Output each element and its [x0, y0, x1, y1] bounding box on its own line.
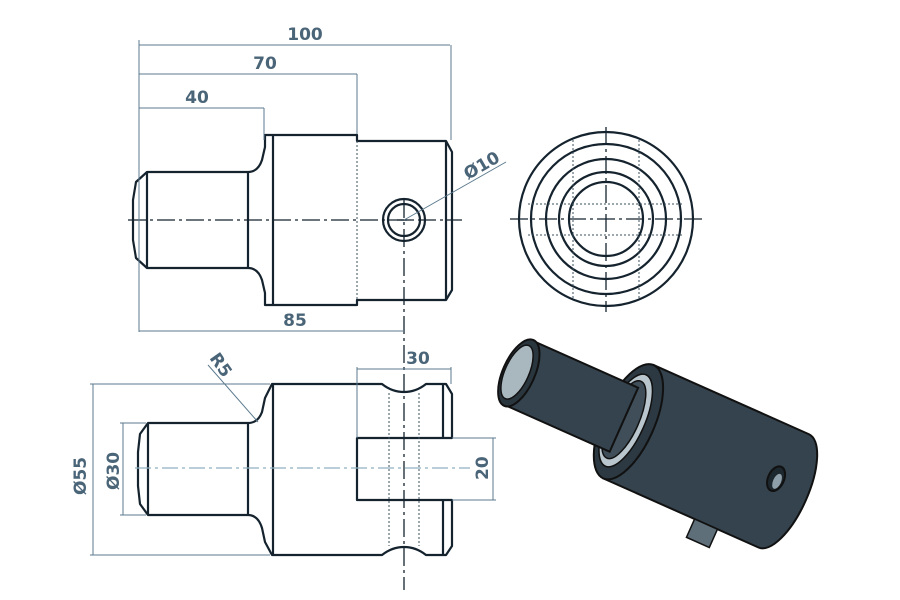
dim-slot-height: 20: [473, 456, 493, 480]
front-view: [128, 133, 462, 590]
dim-overall-length: 100: [287, 25, 323, 45]
dim-slot-width: 30: [406, 349, 430, 369]
dim-body-diameter: Ø55: [71, 457, 91, 495]
dim-hole-diameter: Ø10: [461, 148, 504, 184]
dim-body-step: 70: [253, 54, 277, 74]
end-view: [510, 127, 702, 312]
dim-stub-length: 40: [185, 88, 209, 108]
isometric-model: [497, 338, 819, 550]
dim-hole-position: 85: [283, 311, 307, 331]
plan-view: [135, 382, 470, 557]
plan-view-dimensions: Ø55 Ø30 R5 30 20: [71, 349, 496, 556]
dim-stub-diameter: Ø30: [104, 452, 124, 490]
dim-fillet-radius: R5: [205, 349, 236, 381]
